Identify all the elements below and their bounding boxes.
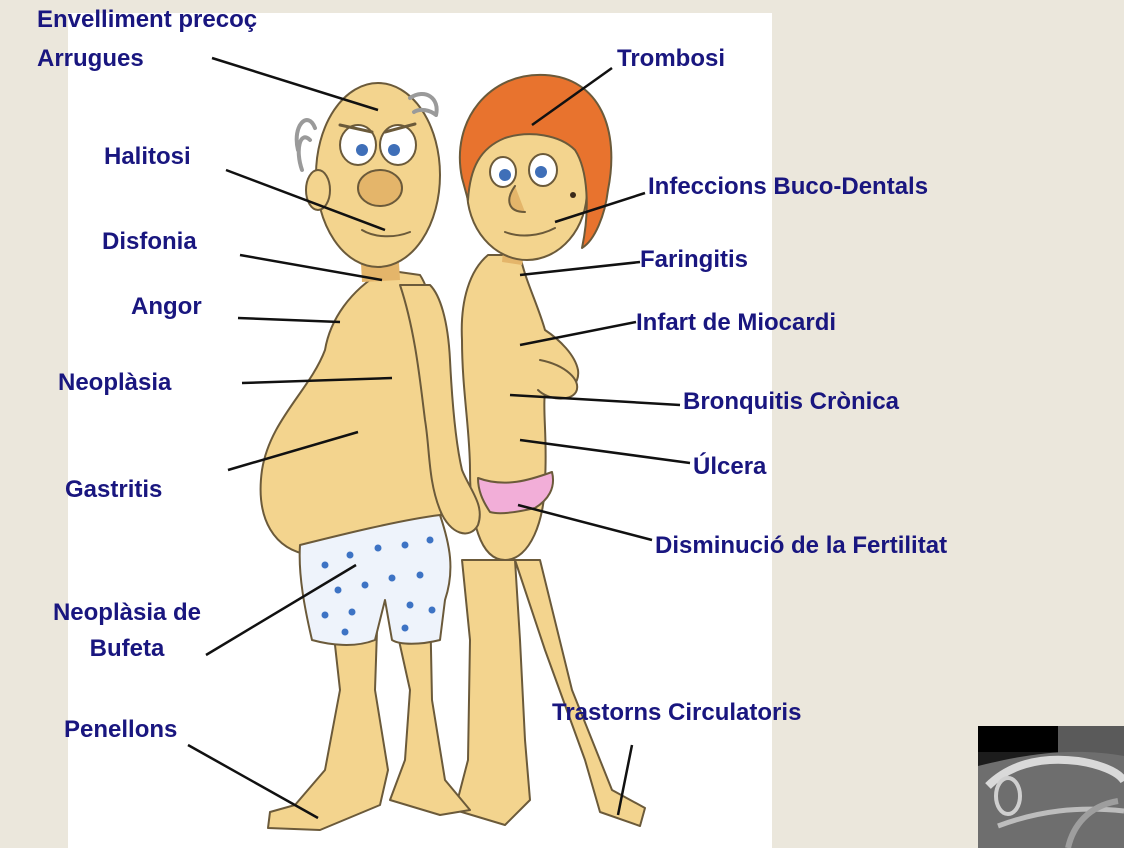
label-neoplasia: Neoplàsia	[58, 369, 171, 397]
label-bronquitis: Bronquitis Crònica	[683, 388, 899, 416]
label-infeccions: Infeccions Buco-Dentals	[648, 173, 928, 201]
label-faringitis: Faringitis	[640, 246, 748, 274]
label-trombosi: Trombosi	[617, 45, 725, 73]
label-neoplasia-bufeta-line2: Bufeta	[7, 635, 247, 663]
label-halitosi: Halitosi	[104, 143, 191, 171]
chest-xray-thumbnail	[978, 726, 1124, 848]
label-angor: Angor	[131, 293, 202, 321]
label-disfonia: Disfonia	[102, 228, 197, 256]
label-disminucio: Disminució de la Fertilitat	[655, 532, 947, 560]
label-ulcera: Úlcera	[693, 453, 766, 481]
label-trastorns: Trastorns Circulatoris	[552, 699, 801, 727]
label-neoplasia-bufeta-line1: Neoplàsia de	[7, 599, 247, 627]
label-infart: Infart de Miocardi	[636, 309, 836, 337]
label-penellons: Penellons	[64, 716, 177, 744]
label-envelliment: Envelliment precoç	[37, 6, 257, 34]
label-neoplasia-bufeta: Neoplàsia de Bufeta	[7, 599, 247, 663]
label-gastritis: Gastritis	[65, 476, 162, 504]
label-arrugues: Arrugues	[37, 45, 144, 73]
